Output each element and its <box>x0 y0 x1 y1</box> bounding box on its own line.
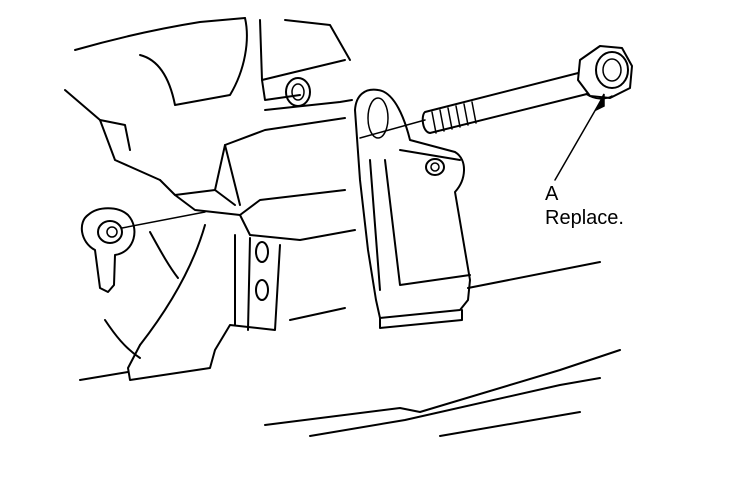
callout-letter: A <box>545 183 559 205</box>
mount-bolt <box>421 45 633 134</box>
lock-plate <box>80 207 136 293</box>
washer-alignment-line <box>121 211 206 229</box>
transmission-housing <box>64 17 353 181</box>
subframe <box>79 261 621 437</box>
lower-mount-bracket <box>104 117 356 381</box>
bolt-alignment-line <box>359 119 426 139</box>
callout-note: Replace. <box>545 207 624 229</box>
mount-arm <box>354 88 471 329</box>
callout-leader <box>554 93 605 181</box>
